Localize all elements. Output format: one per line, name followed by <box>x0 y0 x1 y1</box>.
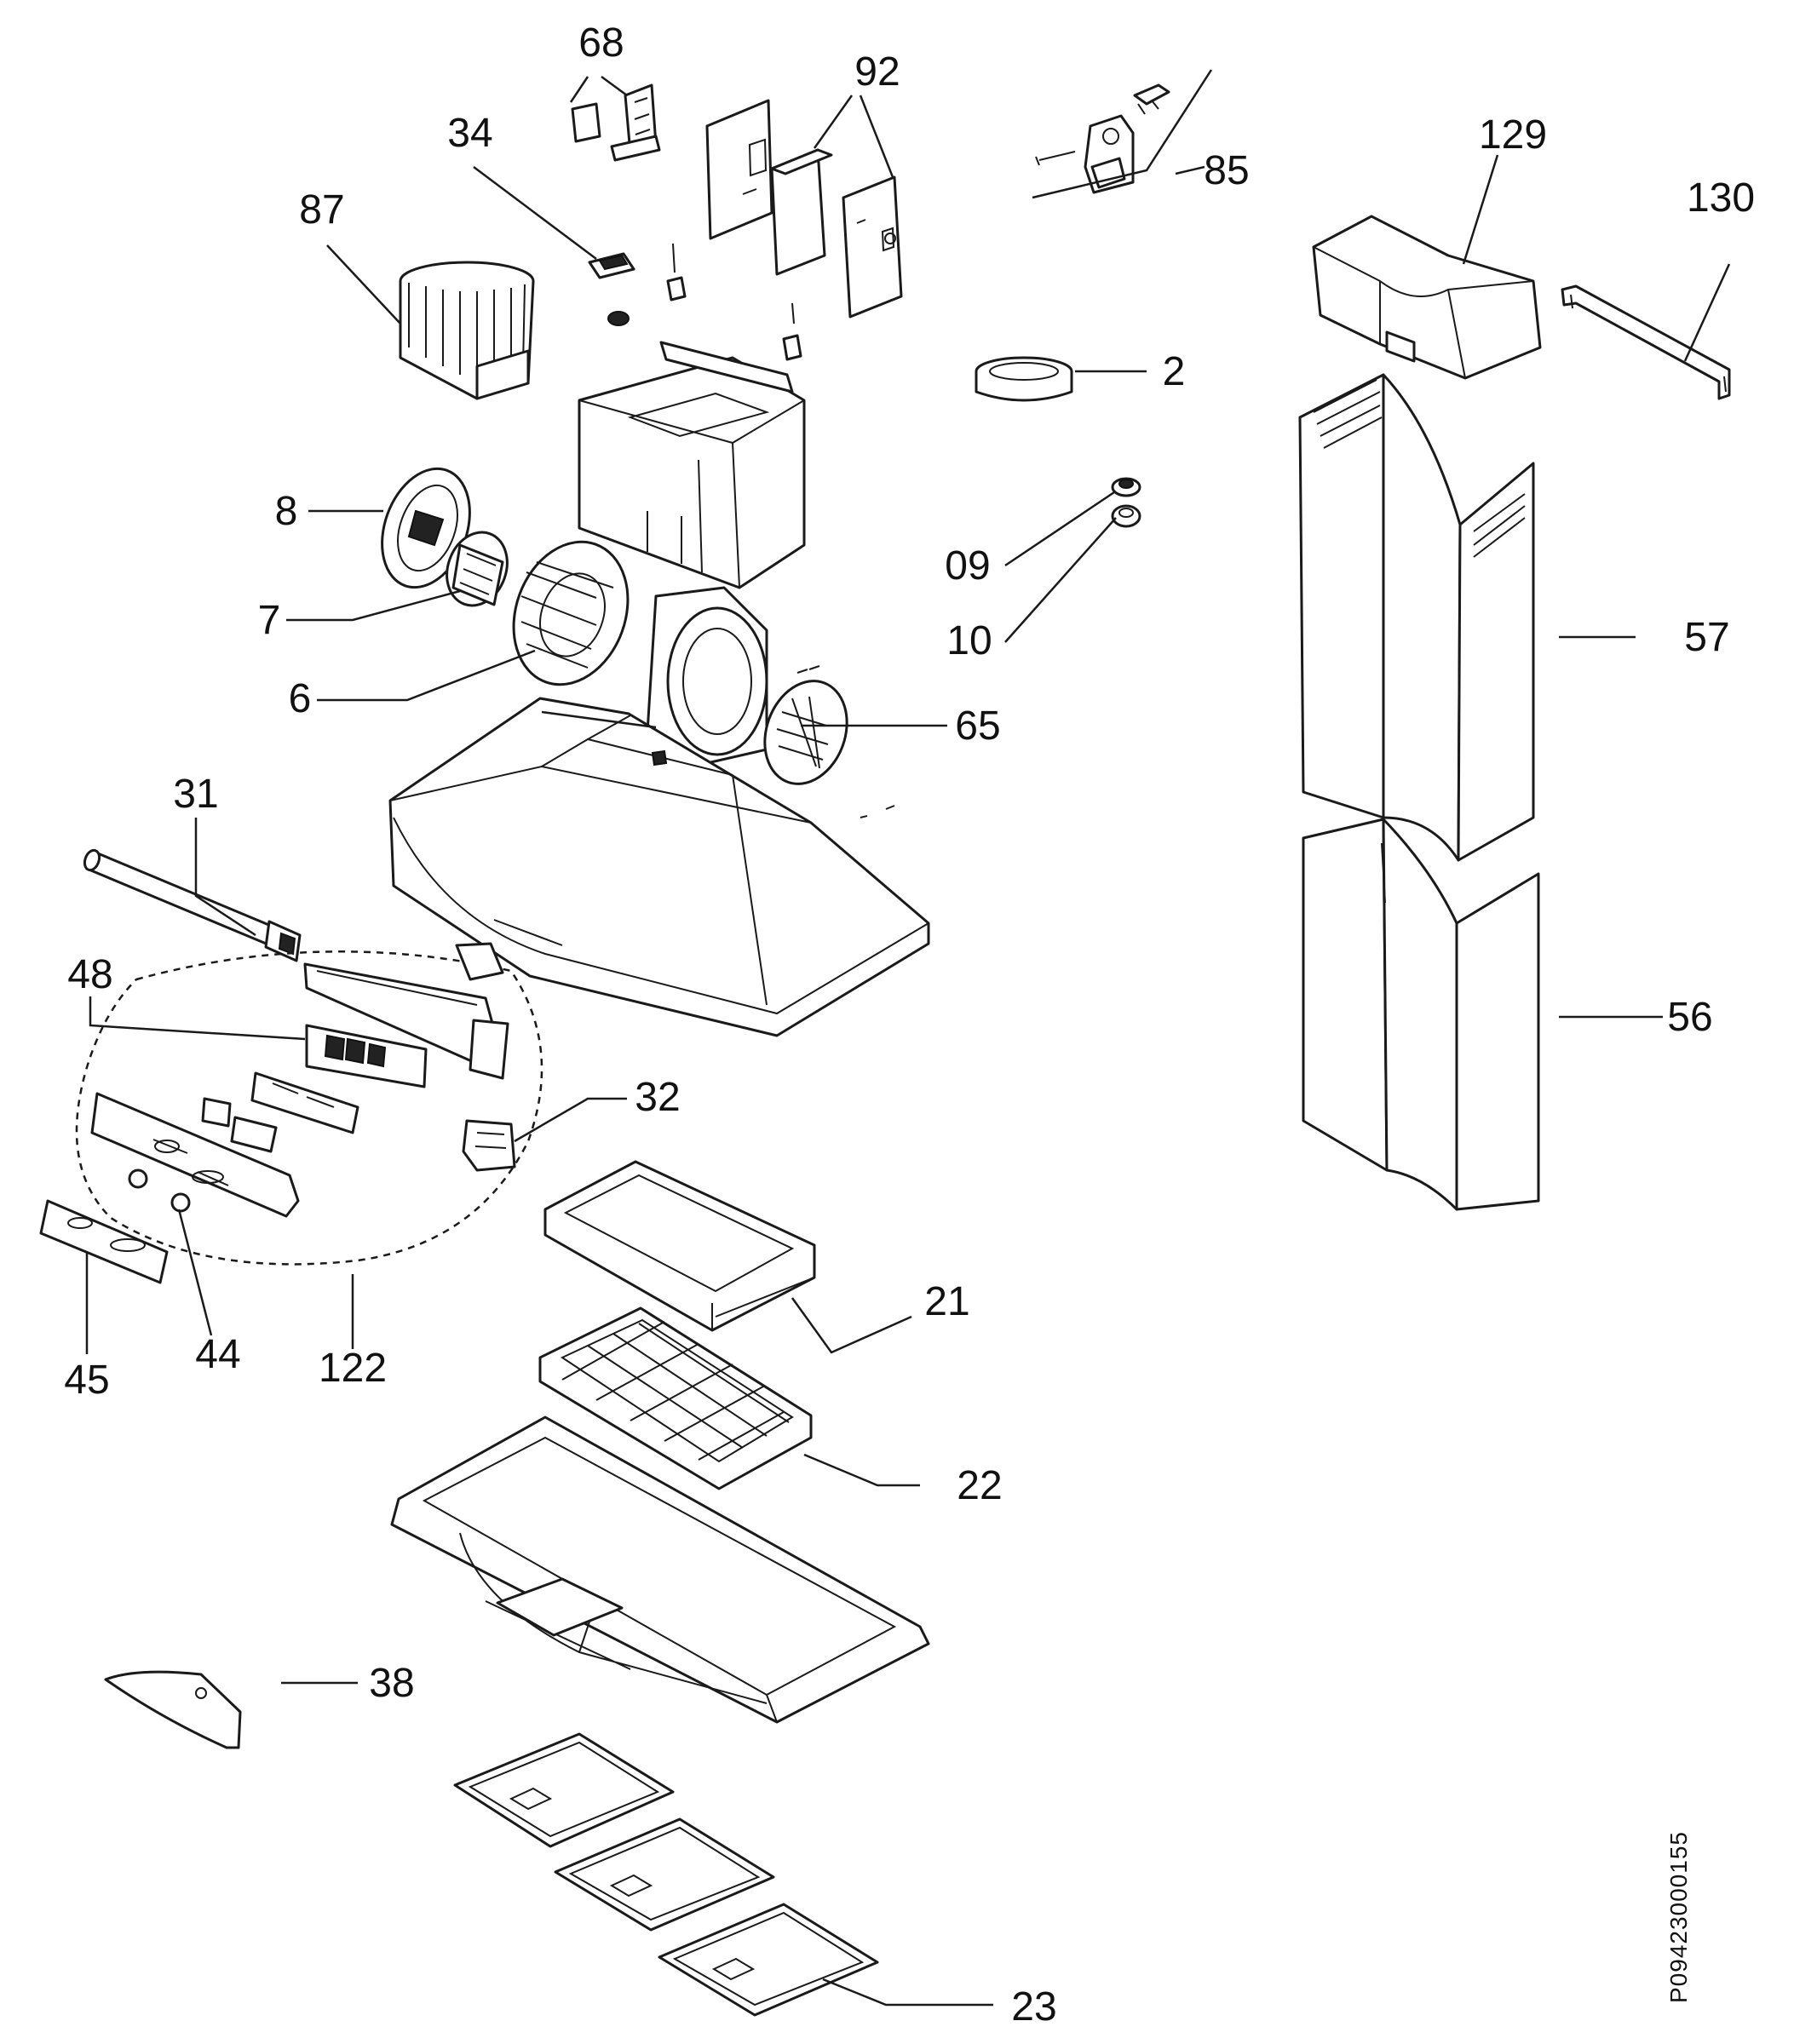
part-129-deflector <box>1312 215 1542 380</box>
part-38-end-cap <box>104 1670 242 1749</box>
label-45: 45 <box>64 1358 109 1403</box>
label-122: 122 <box>319 1346 387 1391</box>
label-23: 23 <box>1011 1984 1056 2030</box>
part-motor-housing <box>578 341 806 589</box>
part-56-lower-chimney <box>1302 818 1540 1211</box>
part-68-control-box <box>571 83 661 162</box>
label-48: 48 <box>67 952 112 997</box>
leader-lines <box>85 69 1731 2007</box>
label-21: 21 <box>924 1279 969 1324</box>
part-92-housing-covers <box>705 99 903 319</box>
document-id: P09423000155 <box>1665 1831 1692 2003</box>
label-44: 44 <box>195 1332 240 1377</box>
label-32: 32 <box>635 1075 680 1120</box>
label-2: 2 <box>1163 349 1186 394</box>
label-87: 87 <box>299 187 344 233</box>
label-31: 31 <box>173 772 218 817</box>
label-85: 85 <box>1204 148 1249 193</box>
part-bottom-frame <box>390 1415 930 1724</box>
part-21-tray <box>543 1160 816 1332</box>
label-09: 09 <box>945 543 990 589</box>
label-22: 22 <box>957 1463 1002 1508</box>
part-122-control-group <box>75 942 543 1266</box>
part-31-lamp-tube <box>83 848 302 962</box>
part-hood-canopy <box>388 697 930 1037</box>
part-7-motor <box>446 531 509 607</box>
label-57: 57 <box>1684 615 1729 660</box>
label-56: 56 <box>1667 995 1712 1040</box>
part-22-charcoal-filter <box>538 1306 813 1490</box>
label-6: 6 <box>289 676 312 721</box>
label-129: 129 <box>1479 112 1547 158</box>
part-8-motor-plate <box>381 467 471 589</box>
label-7: 7 <box>258 598 281 643</box>
part-23-grease-filters <box>453 1732 879 2017</box>
part-09-10-caps <box>1111 477 1141 528</box>
part-2-adapter-ring <box>975 356 1073 402</box>
part-57-upper-chimney <box>1298 373 1535 862</box>
part-85-wall-bracket <box>1035 83 1170 194</box>
part-87-outlet-collar <box>399 261 535 400</box>
part-45-cover-plate <box>39 1199 169 1284</box>
label-65: 65 <box>955 703 1000 749</box>
label-130: 130 <box>1687 175 1755 221</box>
label-34: 34 <box>447 111 492 156</box>
label-10: 10 <box>946 618 992 663</box>
label-92: 92 <box>854 49 900 95</box>
label-68: 68 <box>578 20 624 66</box>
part-34-switch <box>588 243 802 361</box>
label-8: 8 <box>275 489 298 534</box>
label-38: 38 <box>369 1661 414 1706</box>
part-65-scroll-housing <box>646 586 895 818</box>
part-130-support-bracket <box>1561 284 1731 400</box>
part-6-impeller <box>512 540 630 686</box>
